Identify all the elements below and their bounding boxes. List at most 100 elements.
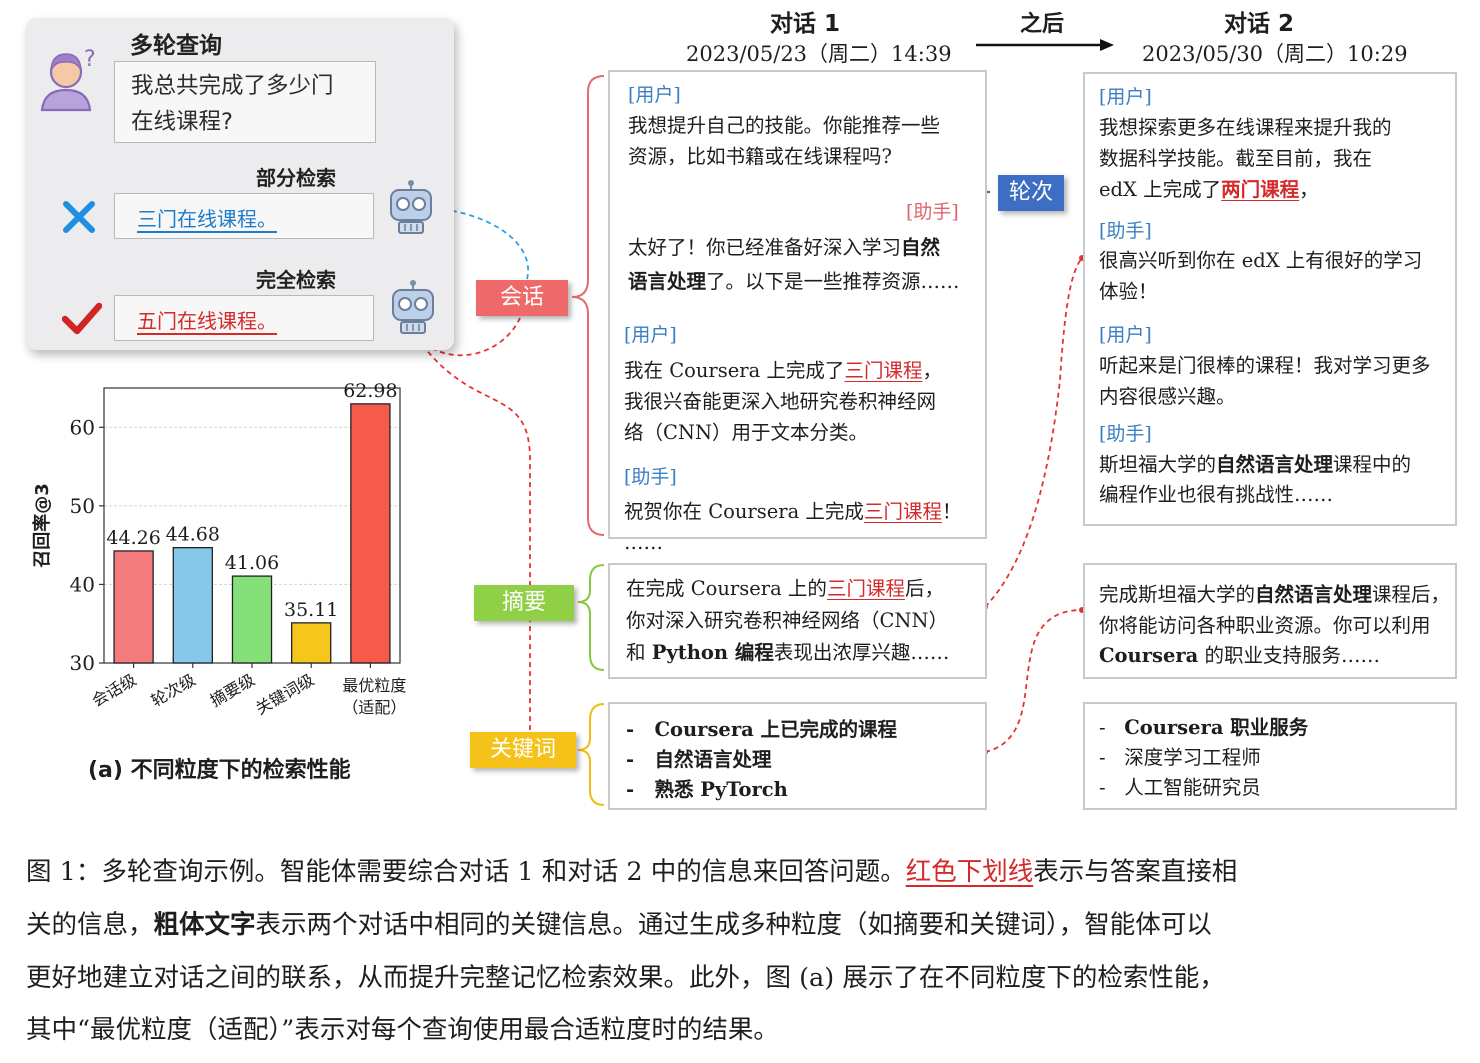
y-tick-label: 50: [70, 494, 95, 518]
y-axis-label: 召回率@3: [31, 483, 53, 568]
d2-assistant-role-1: [助手]: [1099, 220, 1152, 242]
d1-keyword-3: - 熟悉 PyTorch: [626, 778, 788, 801]
d2-assistant2-line-1: 斯坦福大学的自然语言处理课程中的: [1099, 453, 1412, 476]
bar-value-label: 44.68: [166, 524, 220, 546]
y-tick-label: 40: [70, 572, 95, 596]
tag-keywords: 关键词: [470, 732, 576, 768]
question-box: 我总共完成了多少门 在线课程?: [114, 61, 376, 143]
full-link-line-1: [411, 317, 521, 357]
d1-user2-line-2: 我很兴奋能更深入地研究卷积神经网: [624, 390, 937, 413]
d1-summary-line-2: 你对深入研究卷积神经网络（CNN）: [626, 609, 949, 632]
dialog1-time: 2023/05/23（周二）14:39: [686, 42, 952, 66]
bar: [350, 403, 391, 664]
robot-icon-2: [392, 280, 434, 334]
d1-assistant-line-1: 太好了！你已经准备好深入学习自然: [628, 236, 941, 259]
partial-label: 部分检索: [256, 166, 336, 190]
tag-session: 会话: [476, 280, 568, 316]
dialog1-session-box: [用户] 我想提升自己的技能。你能推荐一些 资源，比如书籍或在线课程吗? [助手…: [608, 70, 987, 554]
d2-user2-line-2: 内容很感兴趣。: [1099, 385, 1236, 408]
question-line-2: 在线课程?: [131, 109, 233, 135]
summary-bracket: [577, 564, 605, 671]
d1-assistant-line-2: 语言处理了。以下是一些推荐资源……: [628, 270, 960, 293]
tag-summary: 摘要: [474, 585, 574, 621]
d2-summary-line-3: Coursera 的职业支持服务……: [1099, 644, 1380, 667]
x-tick-label: 会话级: [89, 670, 140, 710]
bar: [113, 550, 154, 664]
bar: [291, 622, 332, 664]
keyword-link-line: [984, 609, 1083, 753]
bar: [231, 575, 273, 664]
d2-summary-line-2: 你将能访问各种职业资源。你可以利用: [1099, 614, 1431, 637]
d1-user2-line-3: 络（CNN）用于文本分类。: [624, 421, 869, 444]
d1-assistant-role-2: [助手]: [624, 466, 677, 488]
full-answer-box: 五门在线课程。: [114, 295, 374, 341]
question-line-1: 我总共完成了多少门: [131, 73, 334, 99]
robot-icon: [390, 180, 432, 234]
summary-link-line: [984, 257, 1083, 608]
d2-keyword-2: - 深度学习工程师: [1099, 746, 1261, 769]
d2-keyword-1: - Coursera 职业服务: [1099, 716, 1309, 739]
user-avatar-icon: ?: [40, 47, 96, 112]
dialog1-keyword-box: - Coursera 上已完成的课程 - 自然语言处理 - 熟悉 PyTorch: [608, 702, 987, 810]
dialog2-keyword-box: - Coursera 职业服务 - 深度学习工程师 - 人工智能研究员: [1083, 702, 1457, 810]
figure-caption-line-2: 关的信息，粗体文字表示两个对话中相同的关键信息。通过生成多种粒度（如摘要和关键词…: [26, 910, 1212, 940]
x-tick-label: 轮次级: [148, 670, 199, 710]
query-panel: ? 多轮查询 我总共完成了多少门 在线课程? 部分检索 三门在线课程。 完全检索…: [26, 18, 454, 350]
d1-user-role-1: [用户]: [628, 84, 681, 106]
after-label: 之后: [1020, 12, 1065, 37]
d2-user2-line-1: 听起来是门很棒的课程！我对学习更多: [1099, 354, 1431, 377]
figure-caption-line-3: 更好地建立对话之间的联系，从而提升完整记忆检索效果。此外，图 (a) 展示了在不…: [26, 963, 1225, 993]
d1-assistant-role-1: [助手]: [906, 201, 959, 223]
x-tick-label: 摘要级: [207, 670, 258, 710]
after-arrow-head: [1100, 39, 1114, 51]
cross-icon: [63, 201, 95, 233]
figure-caption-line-1: 图 1：多轮查询示例。智能体需要综合对话 1 和对话 2 中的信息来回答问题。红…: [26, 857, 1238, 887]
figure-caption-line-4: 其中“最优粒度（适配）”表示对每个查询使用最合适粒度时的结果。: [26, 1015, 779, 1045]
tag-turn: 轮次: [998, 175, 1064, 211]
session-bracket: [571, 75, 605, 536]
partial-answer: 三门在线课程。: [137, 207, 277, 231]
d2-user-role-2: [用户]: [1099, 324, 1152, 346]
d1-user2-line-1: 我在 Coursera 上完成了三门课程，: [624, 359, 942, 382]
d1-user-line-1: 我想提升自己的技能。你能推荐一些: [628, 114, 941, 137]
d1-user-line-2: 资源，比如书籍或在线课程吗?: [628, 145, 892, 168]
dialog2-time: 2023/05/30（周二）10:29: [1142, 42, 1408, 66]
d1-summary-line-1: 在完成 Coursera 上的三门课程后，: [626, 577, 944, 600]
d1-user-role-2: [用户]: [624, 324, 677, 346]
x-tick-label: 最优粒度: [342, 676, 406, 695]
y-tick-label: 30: [70, 651, 95, 675]
bar: [172, 547, 213, 664]
x-tick-label: （适配）: [342, 698, 406, 717]
dialog2-title: 对话 2: [1224, 11, 1295, 37]
d2-user-role-1: [用户]: [1099, 86, 1152, 108]
dialog1-title: 对话 1: [770, 11, 841, 37]
d2-summary-line-1: 完成斯坦福大学的自然语言处理课程后，: [1099, 583, 1451, 606]
d1-keyword-1: - Coursera 上已完成的课程: [626, 718, 898, 741]
d1-keyword-2: - 自然语言处理: [626, 748, 772, 771]
d1-summary-line-3: 和 Python 编程表现出浓厚兴趣……: [626, 641, 950, 664]
partial-answer-box: 三门在线课程。: [114, 193, 374, 239]
svg-text:?: ?: [84, 47, 96, 72]
keyword-bracket: [577, 703, 605, 806]
d2-assistant-role-2: [助手]: [1099, 423, 1152, 445]
full-answer: 五门在线课程。: [137, 309, 277, 333]
full-label: 完全检索: [256, 268, 336, 292]
x-tick-label: 关键词级: [252, 670, 317, 718]
y-tick-label: 60: [70, 415, 95, 439]
d2-user-line-1: 我想探索更多在线课程来提升我的: [1099, 116, 1392, 139]
d2-keyword-3: - 人工智能研究员: [1099, 776, 1261, 799]
d2-user-line-3: edX 上完成了两门课程，: [1099, 178, 1319, 201]
d2-user-line-2: 数据科学技能。截至目前，我在: [1099, 147, 1373, 170]
chart-caption: (a) 不同粒度下的检索性能: [88, 758, 351, 783]
bar-value-label: 41.06: [225, 552, 279, 574]
dialog2-summary-box: 完成斯坦福大学的自然语言处理课程后， 你将能访问各种职业资源。你可以利用 Cou…: [1083, 563, 1457, 679]
bar-value-label: 35.11: [284, 599, 338, 621]
d1-assistant2-line: 祝贺你在 Coursera 上完成三门课程！ ……: [624, 500, 962, 554]
dialog1-summary-box: 在完成 Coursera 上的三门课程后， 你对深入研究卷积神经网络（CNN） …: [608, 563, 987, 679]
query-title: 多轮查询: [130, 33, 222, 59]
partial-link-line: [433, 207, 530, 286]
dialog2-session-box: [用户] 我想探索更多在线课程来提升我的 数据科学技能。截至目前，我在 edX …: [1083, 72, 1457, 526]
full-link-line-2: [411, 329, 531, 735]
d2-assistant-line-1: 很高兴听到你在 edX 上有很好的学习: [1099, 249, 1423, 272]
